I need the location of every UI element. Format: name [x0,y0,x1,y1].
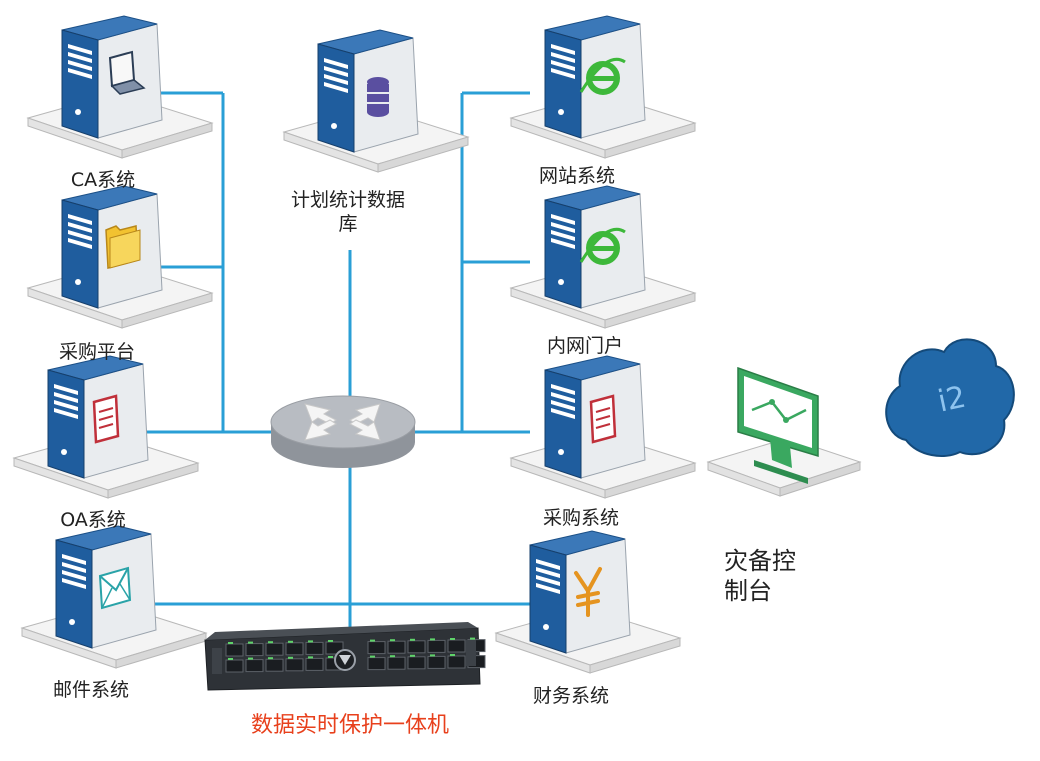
server-ca[interactable] [27,15,213,159]
drive-led [430,638,435,641]
drive-led [370,639,375,642]
drive-led [248,657,253,660]
server-mail[interactable] [21,525,207,669]
drive-led [410,654,415,657]
rack-server-icon [212,640,476,674]
drive-led [288,656,293,659]
drive-bay [447,639,466,653]
drive-led [268,641,273,644]
connection-lines [136,91,530,636]
database-icon [367,77,389,117]
drive-bay [265,642,284,656]
drive-led [470,637,475,640]
label-purchase-system: 采购系统 [542,507,619,529]
drive-led [288,640,293,643]
server-stats-db[interactable] [283,29,469,173]
network-switch[interactable] [270,395,416,468]
server-oa[interactable] [13,355,199,499]
drive-led [450,638,455,640]
drive-bay [367,657,386,671]
ie-icon [579,227,626,265]
drive-led [430,654,435,657]
server-website[interactable] [510,15,696,159]
drive-led [450,654,455,656]
drive-bay [245,643,264,657]
drive-bay [387,656,406,670]
label-mail: 邮件系统 [52,679,129,701]
dr-console[interactable] [706,366,862,497]
drive-bay [407,640,426,654]
drive-led [410,638,415,641]
drive-bay [285,642,304,656]
drive-bay [305,657,324,671]
folder-icon [105,225,141,269]
label-ca: CA系统 [70,169,136,191]
drive-bay [387,640,406,654]
server-purchase-platform[interactable] [27,185,213,329]
drive-bay [305,641,324,655]
label-dr-console: 灾备控制台 [724,547,796,605]
label-appliance: 数据实时保护一体机 [250,713,449,738]
network-switch-icon [304,403,381,441]
drive-bay [245,659,264,673]
drive-led [370,655,375,658]
rack-appliance[interactable] [204,622,486,691]
label-intranet: 内网门户 [546,335,623,357]
drive-bay [447,655,466,669]
monitor-chart-icon [737,366,819,484]
envelope-icon [98,566,132,610]
label-website: 网站系统 [538,165,615,187]
yen-icon [574,567,602,617]
label-purchase-platform: 采购平台 [58,341,135,363]
drive-bay [225,659,244,673]
label-oa: OA系统 [60,509,126,531]
drive-led [268,657,273,660]
drive-led [248,641,253,644]
label-finance: 财务系统 [532,685,609,707]
drive-bay [225,643,244,657]
server-finance[interactable] [495,530,681,674]
drive-led [390,655,395,658]
drive-led [308,656,313,659]
drive-bay [427,639,446,653]
document-icon [589,394,617,444]
drive-led [328,640,333,642]
cloud[interactable]: i2 [885,338,1015,457]
drive-led [308,640,313,643]
drive-bay [427,655,446,669]
drive-led [390,639,395,642]
document-icon [92,394,120,444]
drive-bay [265,658,284,672]
laptop-icon [108,50,146,95]
server-intranet[interactable] [510,185,696,329]
drive-led [228,642,233,644]
ie-icon [579,57,626,95]
drive-bay [367,641,386,655]
drive-led [328,656,333,658]
drive-bay [407,656,426,670]
label-stats-db: 计划统计数据库 [290,189,405,235]
server-purchase-system[interactable] [510,355,696,499]
drive-bay [285,658,304,672]
cloud-icon [885,338,1015,457]
drive-led [228,658,233,660]
